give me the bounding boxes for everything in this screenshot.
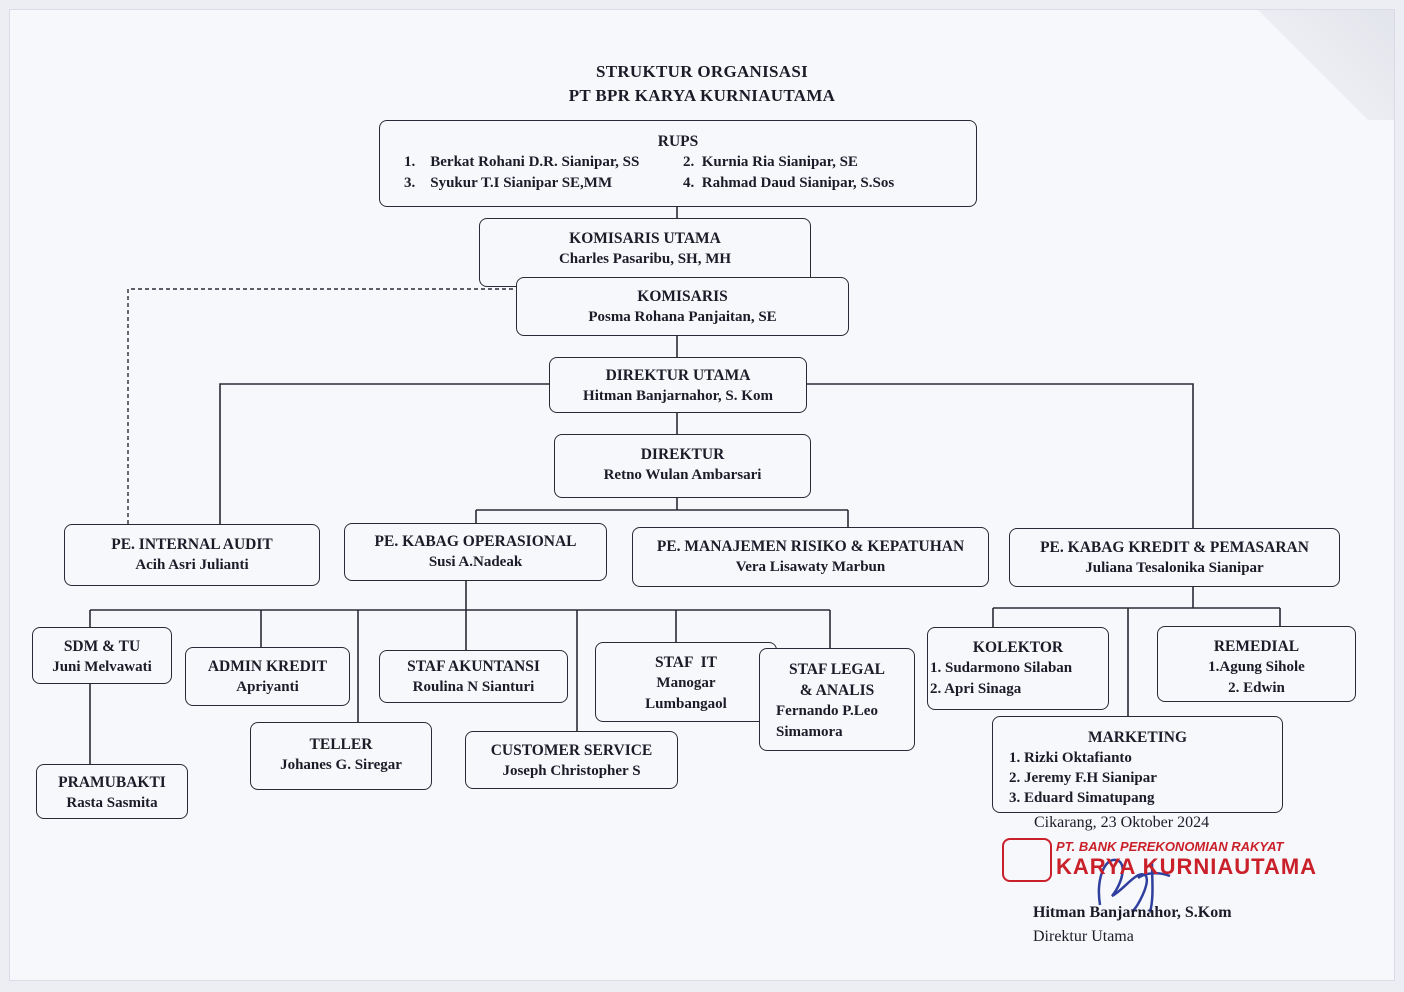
komisaris-utama-title: KOMISARIS UTAMA	[569, 230, 721, 247]
place-date: Cikarang, 23 Oktober 2024	[1034, 814, 1210, 831]
admin-kredit-name: Apriyanti	[236, 679, 299, 695]
internal-audit-title: PE. INTERNAL AUDIT	[111, 536, 273, 553]
connector-direktur-utama-audit	[219, 383, 549, 524]
rups-member-4: 4. Rahmad Daud Sianipar, S.Sos	[683, 175, 895, 191]
marketing-member-1: 1. Rizki Oktafianto	[1009, 750, 1132, 766]
kolektor-member-2: 2. Apri Sinaga	[930, 681, 1022, 697]
manajemen-risiko-box: PE. MANAJEMEN RISIKO & KEPATUHAN Vera Li…	[632, 527, 989, 587]
sdm-tu-box: SDM & TU Juni Melvawati	[32, 627, 172, 684]
kabag-kredit-name: Juliana Tesalonika Sianipar	[1085, 560, 1264, 576]
kabag-kredit-box: PE. KABAG KREDIT & PEMASARAN Juliana Tes…	[1009, 528, 1340, 587]
signature-scribble	[1097, 858, 1171, 913]
staf-legal-name-line1: Fernando P.Leo	[776, 703, 878, 719]
teller-title: TELLER	[309, 736, 373, 753]
kabag-operasional-title: PE. KABAG OPERASIONAL	[374, 533, 577, 550]
marketing-box: MARKETING 1. Rizki Oktafianto 2. Jeremy …	[992, 716, 1283, 813]
customer-service-box: CUSTOMER SERVICE Joseph Christopher S	[465, 731, 678, 789]
stamp-company-name: KARYA KURNIAUTAMA	[1056, 854, 1318, 879]
remedial-member-2: 2. Edwin	[1228, 680, 1285, 696]
staf-it-title: STAF IT	[654, 654, 717, 671]
rups-member-2: 2. Kurnia Ria Sianipar, SE	[683, 154, 858, 170]
rups-title: RUPS	[657, 133, 699, 150]
rups-box: RUPS 1. Berkat Rohani D.R. Sianipar, SS …	[379, 120, 977, 207]
komisaris-name: Posma Rohana Panjaitan, SE	[588, 309, 777, 325]
kabag-operasional-box: PE. KABAG OPERASIONAL Susi A.Nadeak	[344, 523, 607, 581]
kabag-operasional-name: Susi A.Nadeak	[428, 554, 523, 570]
kolektor-box: KOLEKTOR 1. Sudarmono Silaban 2. Apri Si…	[927, 627, 1109, 710]
manajemen-risiko-name: Vera Lisawaty Marbun	[735, 559, 886, 575]
staf-it-name-line2: Lumbangaol	[645, 696, 727, 712]
pramubakti-title: PRAMUBAKTI	[58, 774, 166, 791]
marketing-member-3: 3. Eduard Simatupang	[1009, 790, 1155, 806]
admin-kredit-box: ADMIN KREDIT Apriyanti	[185, 647, 350, 706]
teller-name: Johanes G. Siregar	[280, 757, 402, 773]
folded-corner	[1224, 10, 1394, 120]
signer-position: Direktur Utama	[1033, 928, 1134, 945]
komisaris-utama-name: Charles Pasaribu, SH, MH	[558, 251, 732, 267]
direktur-utama-box: DIREKTUR UTAMA Hitman Banjarnahor, S. Ko…	[549, 357, 807, 413]
remedial-box: REMEDIAL 1.Agung Sihole 2. Edwin	[1157, 626, 1356, 702]
dashed-connector-audit-komisaris	[127, 288, 516, 524]
internal-audit-name: Acih Asri Julianti	[135, 557, 249, 573]
remedial-title: REMEDIAL	[1213, 638, 1300, 655]
staf-legal-name-line2: Simamora	[776, 724, 843, 740]
teller-box: TELLER Johanes G. Siregar	[250, 722, 432, 790]
connector-direktur-utama-kredit	[807, 383, 1194, 528]
pramubakti-name: Rasta Sasmita	[66, 795, 158, 811]
komisaris-title: KOMISARIS	[637, 288, 728, 305]
admin-kredit-title: ADMIN KREDIT	[207, 658, 328, 675]
sdm-tu-name: Juni Melvawati	[52, 659, 152, 675]
direktur-name: Retno Wulan Ambarsari	[603, 467, 762, 483]
rups-member-3: 3. Syukur T.I Sianipar SE,MM	[404, 175, 613, 191]
kolektor-member-1: 1. Sudarmono Silaban	[930, 660, 1073, 676]
chart-title: STRUKTUR ORGANISASI	[595, 62, 809, 81]
stamp-bank-name: PT. BANK PEREKONOMIAN RAKYAT	[1056, 839, 1284, 854]
internal-audit-box: PE. INTERNAL AUDIT Acih Asri Julianti	[64, 524, 320, 586]
marketing-member-2: 2. Jeremy F.H Sianipar	[1009, 770, 1157, 786]
staf-it-box: STAF IT Manogar Lumbangaol	[595, 642, 777, 722]
manajemen-risiko-title: PE. MANAJEMEN RISIKO & KEPATUHAN	[656, 538, 965, 555]
customer-service-name: Joseph Christopher S	[502, 763, 641, 779]
staf-it-name-line1: Manogar	[656, 675, 716, 691]
kolektor-title: KOLEKTOR	[972, 639, 1064, 656]
direktur-title: DIREKTUR	[640, 446, 725, 463]
company-stamp: PT. BANK PEREKONOMIAN RAKYAT KARYA KURNI…	[1000, 836, 1316, 886]
signer-name: Hitman Banjarnahor, S.Kom	[1033, 904, 1232, 921]
company-name: PT BPR KARYA KURNIAUTAMA	[568, 86, 836, 105]
remedial-member-1: 1.Agung Sihole	[1208, 659, 1305, 675]
sdm-tu-title: SDM & TU	[63, 638, 141, 655]
rups-member-list: 1. Berkat Rohani D.R. Sianipar, SS 2. Ku…	[380, 152, 976, 194]
customer-service-title: CUSTOMER SERVICE	[490, 742, 653, 759]
marketing-title: MARKETING	[1087, 729, 1188, 746]
staf-akuntansi-title: STAF AKUNTANSI	[407, 658, 540, 675]
rups-member-1: 1. Berkat Rohani D.R. Sianipar, SS	[404, 154, 640, 170]
direktur-utama-title: DIREKTUR UTAMA	[605, 367, 751, 384]
staf-legal-title-line2: & ANALIS	[799, 682, 875, 699]
komisaris-box: KOMISARIS Posma Rohana Panjaitan, SE	[516, 277, 849, 336]
staf-akuntansi-box: STAF AKUNTANSI Roulina N Sianturi	[379, 650, 568, 703]
staf-legal-box: STAF LEGAL & ANALIS Fernando P.Leo Simam…	[759, 648, 915, 751]
bank-logo-icon	[1002, 838, 1052, 882]
pramubakti-box: PRAMUBAKTI Rasta Sasmita	[36, 764, 188, 819]
direktur-box: DIREKTUR Retno Wulan Ambarsari	[554, 434, 811, 498]
staf-legal-title-line1: STAF LEGAL	[788, 661, 886, 678]
staf-akuntansi-name: Roulina N Sianturi	[412, 679, 535, 695]
kabag-kredit-title: PE. KABAG KREDIT & PEMASARAN	[1040, 539, 1309, 556]
direktur-utama-name: Hitman Banjarnahor, S. Kom	[583, 388, 773, 404]
